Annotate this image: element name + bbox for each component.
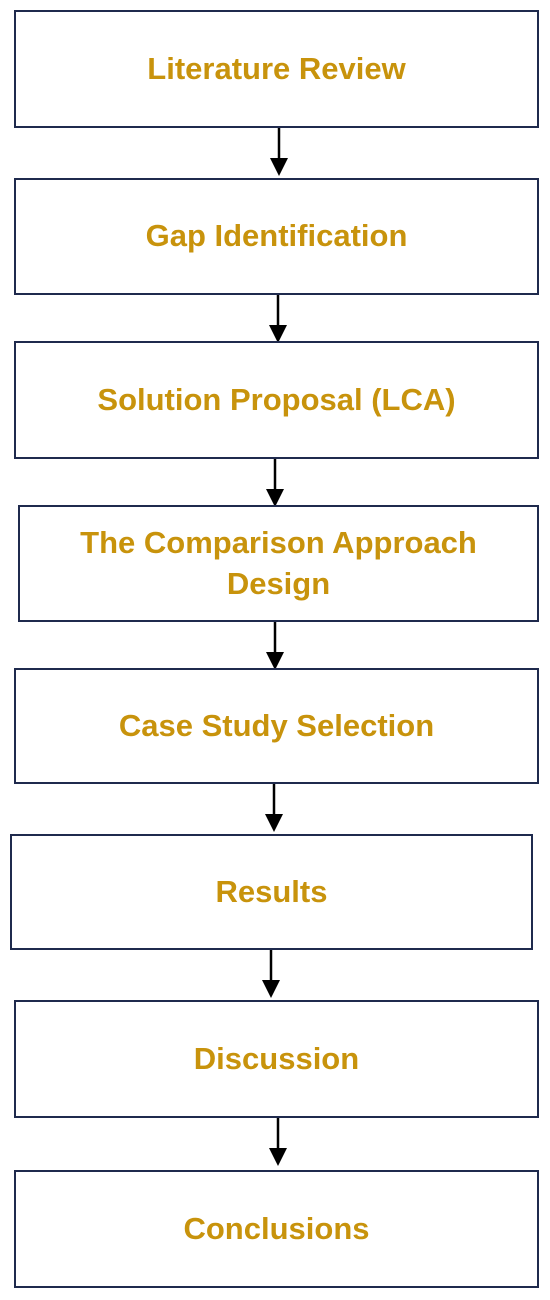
step-label: The Comparison Approach Design [80, 525, 477, 601]
step-label: Discussion [193, 1040, 360, 1076]
step-label: Results [215, 873, 328, 909]
arrow-down-icon [266, 459, 284, 507]
step-label: Literature Review [147, 50, 406, 86]
arrow-down-icon [262, 950, 280, 998]
step-case-study-selection: Case Study Selection [14, 668, 539, 784]
step-conclusions: Conclusions [14, 1170, 539, 1288]
step-label: Gap Identification [145, 218, 408, 254]
arrow-down-icon [269, 295, 287, 343]
step-gap-identification: Gap Identification [14, 178, 539, 295]
step-results: Results [10, 834, 533, 950]
step-literature-review: Literature Review [14, 10, 539, 128]
arrow-down-icon [270, 128, 288, 176]
step-label: Case Study Selection [118, 707, 435, 743]
step-discussion: Discussion [14, 1000, 539, 1118]
step-label: Solution Proposal (LCA) [97, 381, 456, 417]
step-comparison-approach-design: The Comparison Approach Design [18, 505, 539, 622]
step-solution-proposal: Solution Proposal (LCA) [14, 341, 539, 459]
step-label: Conclusions [183, 1210, 370, 1246]
arrow-down-icon [269, 1118, 287, 1166]
arrow-down-icon [265, 784, 283, 832]
arrow-down-icon [266, 622, 284, 670]
